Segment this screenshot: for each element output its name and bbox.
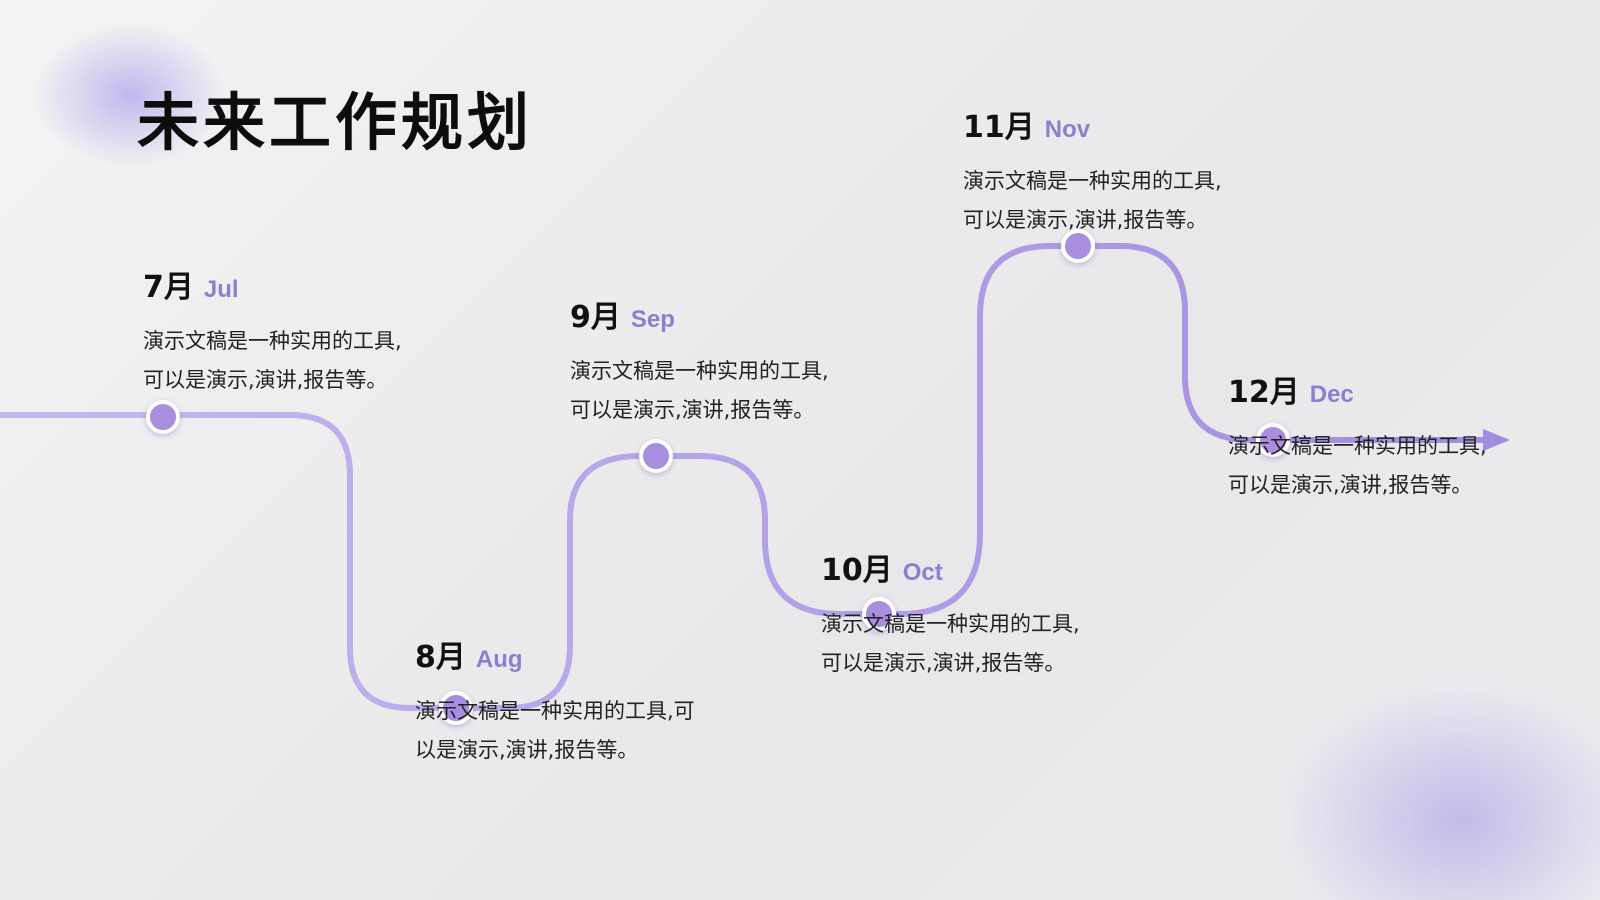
milestone-description: 演示文稿是一种实用的工具, 可以是演示,演讲,报告等。 [143, 329, 402, 392]
milestone-dot-sep [639, 439, 673, 473]
month-english-label: Oct [902, 559, 943, 586]
milestone-description: 演示文稿是一种实用的工具,可 以是演示,演讲,报告等。 [415, 699, 695, 762]
milestone-jul: 7月 Jul 演示文稿是一种实用的工具, 可以是演示,演讲,报告等。 [143, 262, 402, 400]
milestone-dot-aug [439, 691, 473, 725]
month-english-label: Aug [475, 646, 523, 673]
milestone-dec: 12月 Dec 演示文稿是一种实用的工具, 可以是演示,演讲,报告等。 [1228, 367, 1487, 505]
milestone-dot-nov [1061, 229, 1095, 263]
month-label: 11月 [963, 110, 1035, 145]
milestone-dot-jul [146, 400, 180, 434]
month-english-label: Sep [630, 306, 675, 333]
milestone-sep: 9月 Sep 演示文稿是一种实用的工具, 可以是演示,演讲,报告等。 [570, 292, 829, 430]
milestone-dot-oct [862, 597, 896, 631]
month-english-label: Jul [203, 276, 239, 303]
milestone-dot-dec [1256, 423, 1290, 457]
milestone-oct: 10月 Oct 演示文稿是一种实用的工具, 可以是演示,演讲,报告等。 [821, 545, 1080, 683]
page-title: 未来工作规划 [137, 86, 534, 159]
milestone-nov: 11月 Nov 演示文稿是一种实用的工具, 可以是演示,演讲,报告等。 [963, 102, 1222, 240]
timeline-line [0, 243, 1486, 711]
milestone-description: 演示文稿是一种实用的工具, 可以是演示,演讲,报告等。 [1228, 434, 1487, 497]
milestone-description: 演示文稿是一种实用的工具, 可以是演示,演讲,报告等。 [821, 612, 1080, 675]
month-label: 10月 [821, 553, 893, 588]
timeline-arrowhead [1483, 429, 1510, 451]
month-english-label: Nov [1044, 116, 1091, 143]
month-label: 7月 [143, 270, 194, 305]
month-english-label: Dec [1309, 381, 1354, 408]
milestone-aug: 8月 Aug 演示文稿是一种实用的工具,可 以是演示,演讲,报告等。 [415, 632, 695, 770]
month-label: 8月 [415, 640, 466, 675]
month-label: 9月 [570, 300, 621, 335]
month-label: 12月 [1228, 375, 1300, 410]
milestone-description: 演示文稿是一种实用的工具, 可以是演示,演讲,报告等。 [570, 359, 829, 422]
milestone-description: 演示文稿是一种实用的工具, 可以是演示,演讲,报告等。 [963, 169, 1222, 232]
